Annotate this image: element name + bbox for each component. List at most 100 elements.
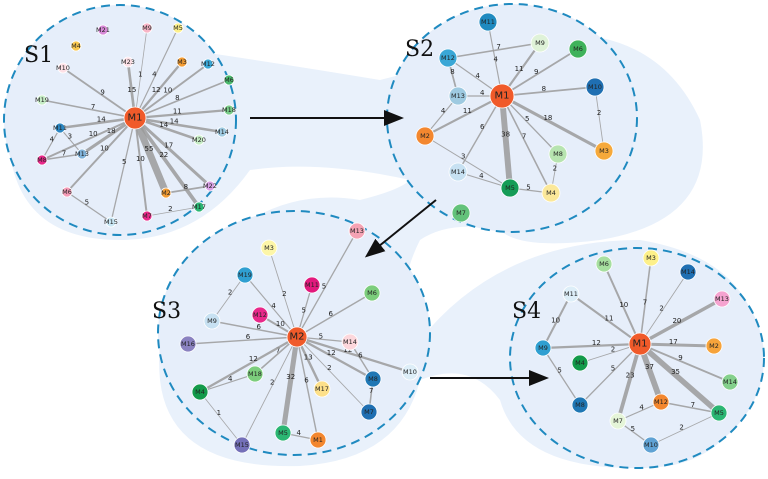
- node-circle: [223, 74, 235, 86]
- node-label: M5: [173, 24, 183, 32]
- edge: [296, 230, 358, 338]
- edge: [603, 263, 641, 345]
- node-label: M8: [553, 150, 563, 158]
- node-label: M11: [481, 18, 495, 26]
- edge: [542, 342, 641, 350]
- edge-weight-label: 13: [304, 353, 313, 361]
- node-circle: [341, 333, 359, 351]
- node-circle: [36, 154, 48, 166]
- edge-weight-label: 12: [327, 349, 336, 357]
- edge-weight-label: 10: [551, 317, 560, 325]
- edge-weight-label: 2: [270, 379, 274, 387]
- edge-weight-label: 5: [85, 199, 89, 207]
- edge-weight-label: 2: [679, 424, 683, 432]
- node-label: M23: [121, 58, 135, 66]
- edge-weight-label: 6: [358, 352, 363, 360]
- edge-weight-label: 6: [480, 123, 485, 131]
- node-m10: M10: [401, 363, 419, 381]
- edge-weight-label: 7: [522, 133, 526, 141]
- edge: [616, 343, 642, 422]
- node-circle: [203, 312, 221, 330]
- node-circle: [204, 180, 216, 192]
- edge-weight-label: 9: [534, 68, 538, 76]
- node-m14: M14: [721, 373, 739, 391]
- edge-weight-label: 2: [228, 289, 232, 297]
- edge-weight-label: 7: [369, 387, 373, 395]
- node-m22: M22: [203, 180, 217, 192]
- edge: [660, 401, 720, 414]
- edge-weight-label: 4: [271, 302, 276, 310]
- node-m18: M18: [222, 104, 236, 116]
- edge-weight-label: 38: [501, 130, 510, 138]
- node-m4: M4: [541, 183, 561, 203]
- edge: [146, 206, 200, 217]
- edge: [41, 99, 136, 119]
- node-circle: [652, 393, 670, 411]
- edge-weight-label: 55: [144, 145, 153, 153]
- edge-weight-label: 4: [493, 56, 498, 64]
- node-m5: M5: [710, 404, 728, 422]
- edge-weight-label: 7: [643, 298, 647, 306]
- node-label: M12: [253, 311, 267, 319]
- node-m8b: M6: [61, 186, 73, 198]
- edge-weight-label: 11: [173, 107, 182, 115]
- edge: [594, 86, 605, 152]
- node-label: M14: [681, 268, 695, 276]
- node-m4: M4: [70, 40, 82, 52]
- node-label: M9: [142, 24, 152, 32]
- edge-weight-label: 5: [122, 158, 126, 166]
- edge-weight-label: 5: [526, 183, 530, 191]
- node-circle: [70, 40, 82, 52]
- node-m7: M7: [609, 412, 627, 430]
- node-circle: [451, 203, 471, 223]
- edge-weight-label: 23: [626, 372, 635, 380]
- edge: [570, 293, 641, 345]
- edge-weight-label: 35: [671, 368, 680, 376]
- cluster-label: S2: [405, 37, 434, 62]
- edge: [296, 336, 374, 380]
- node-circle: [448, 86, 468, 106]
- edge: [66, 117, 136, 193]
- node-circle: [679, 263, 697, 281]
- edge: [134, 108, 230, 120]
- node-label: M3: [599, 147, 609, 155]
- node-circle: [360, 403, 378, 421]
- node-m23: M23: [121, 56, 135, 68]
- node-circle: [585, 77, 605, 97]
- edge: [211, 274, 246, 322]
- node-m1: M1: [628, 332, 652, 356]
- edge-weight-label: 10: [619, 301, 628, 309]
- node-label: M13: [451, 92, 465, 100]
- node-label: M12: [201, 60, 215, 68]
- edge: [499, 95, 513, 189]
- edge: [542, 347, 581, 406]
- node-m10: M10: [642, 436, 660, 454]
- node-circle: [223, 104, 235, 116]
- node-m2: M2: [415, 126, 435, 146]
- node-label: M22: [203, 182, 217, 190]
- edge-weight-label: 2: [168, 205, 172, 213]
- node-label: M11: [53, 124, 67, 132]
- node-label: M16: [181, 340, 195, 348]
- edge: [280, 336, 300, 434]
- node-circle: [628, 332, 652, 356]
- node-m17: M17: [313, 380, 331, 398]
- node-circle: [274, 424, 292, 442]
- node-label: M5: [505, 184, 515, 192]
- node-m12: M12: [438, 48, 458, 68]
- edge-weight-label: 11: [604, 315, 613, 323]
- node-m2: M2: [705, 337, 723, 355]
- cluster-label: S1: [24, 43, 53, 68]
- node-label: M11: [564, 290, 578, 298]
- edge-weight-label: 8: [542, 85, 546, 93]
- node-m4: M4: [191, 383, 209, 401]
- node-circle: [364, 370, 382, 388]
- node-circle: [260, 239, 278, 257]
- node-m11: M11: [53, 122, 67, 134]
- node-m9: M9: [534, 339, 552, 357]
- node-circle: [500, 178, 520, 198]
- edge: [501, 48, 579, 97]
